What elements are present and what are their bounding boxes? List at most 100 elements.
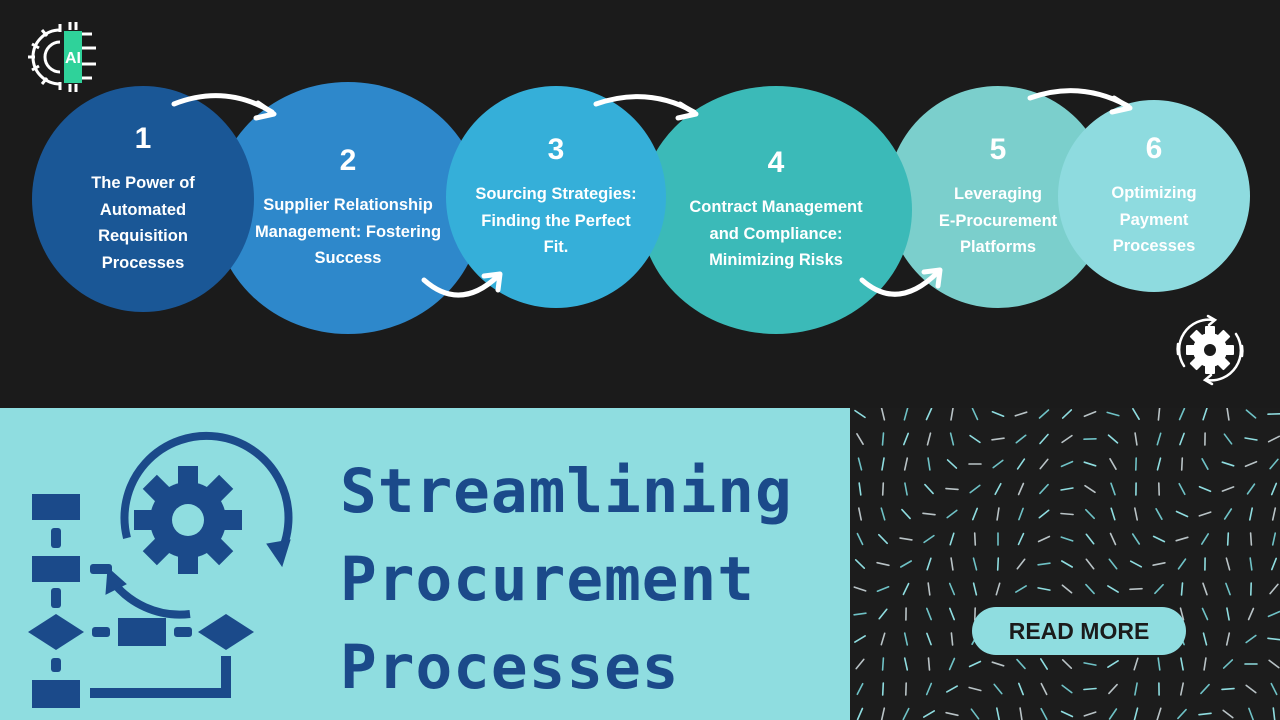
pattern-dash [1221,461,1235,467]
pattern-dash [948,582,956,596]
pattern-dash [1110,482,1116,496]
pattern-dash [1107,585,1119,593]
pattern-dash [1085,533,1095,545]
pattern-dash [948,657,956,671]
pattern-dash [1060,460,1074,468]
pattern-dash [1038,409,1050,419]
step-3-number: 3 [547,133,565,167]
pattern-dash [991,410,1005,417]
pattern-dash [993,683,1003,695]
pattern-dash [1203,657,1207,671]
page-title: Streamlining Procurement Processes [340,448,840,712]
pattern-dash [1268,659,1280,669]
pattern-dash [1202,632,1208,646]
pattern-dash [970,708,980,720]
pattern-dash [1248,507,1254,521]
pattern-dash [856,532,864,546]
pattern-dash [1179,432,1185,446]
process-flow-gear-icon [20,418,300,713]
pattern-dash [1016,458,1026,470]
pattern-dash [926,432,932,446]
pattern-dash [876,561,890,567]
pattern-dash [1040,682,1048,696]
pattern-dash [1133,507,1139,521]
pattern-dash [1267,637,1280,641]
pattern-dash [926,632,932,646]
pattern-dash [994,482,1002,496]
pattern-dash [1108,558,1118,570]
pattern-dash [1267,610,1280,618]
pattern-dash [902,707,910,720]
pattern-dash [1200,683,1210,695]
pattern-dash [1221,486,1235,492]
pattern-dash [950,632,954,646]
pattern-dash [1061,584,1073,594]
pattern-dash [1040,658,1048,670]
pattern-dash [1269,583,1279,595]
pattern-dash [996,557,1000,571]
pattern-dash [1084,484,1096,494]
pattern-dash [968,686,982,692]
pattern-dash [1037,562,1051,566]
pattern-dash [1018,682,1024,696]
pattern-dash [858,507,862,521]
pattern-dash [1248,707,1254,720]
pattern-dash [880,632,886,646]
pattern-dash [1177,708,1187,720]
pattern-dash [1177,558,1187,570]
pattern-dash [877,533,889,545]
pattern-dash [1223,508,1233,520]
pattern-dash [925,408,933,421]
pattern-dash [1246,483,1256,495]
pattern-dash [1083,410,1097,418]
pattern-dash [1198,712,1212,716]
pattern-dash [946,685,958,693]
pattern-dash [1108,683,1118,695]
pattern-dash [1085,583,1095,595]
pattern-dash [950,557,954,571]
read-more-button[interactable]: READ MORE [972,607,1186,655]
pattern-dash [1270,682,1278,696]
step-4-number: 4 [767,146,785,180]
pattern-dash [1222,709,1234,719]
pattern-dash [880,408,886,421]
pattern-dash [1175,536,1189,542]
pattern-dash [1083,711,1097,717]
pattern-dash [1225,632,1231,646]
pattern-dash [1247,607,1255,621]
pattern-dash [878,608,888,620]
pattern-dash [1222,659,1234,669]
pattern-dash [1157,408,1161,421]
pattern-dash [1156,432,1162,446]
pattern-dash [1223,433,1233,445]
pattern-dash [925,682,933,696]
step-3-circle: 3 Sourcing Strategies:Finding the Perfec… [446,86,666,308]
pattern-dash [1110,507,1116,521]
pattern-dash [1133,657,1139,671]
pattern-dash [1180,582,1184,596]
pattern-dash [1156,707,1162,720]
pattern-dash [1132,408,1140,420]
pattern-dash [1179,682,1185,696]
pattern-dash [1198,485,1212,493]
pattern-dash [1272,707,1276,720]
pattern-dash [924,483,934,495]
pattern-dash [1134,682,1138,696]
pattern-dash [1016,658,1026,670]
pattern-dash [1083,687,1097,691]
pattern-dash [1270,482,1278,496]
pattern-dash [1249,557,1253,571]
pattern-dash [876,586,890,592]
pattern-dash [1267,435,1280,443]
pattern-dash [1179,607,1185,621]
pattern-dash [856,682,864,696]
pattern-dash [1178,482,1186,496]
pattern-dash [1152,535,1166,543]
pattern-dash [854,409,866,419]
pattern-dash [853,612,867,616]
pattern-dash [1039,483,1049,495]
